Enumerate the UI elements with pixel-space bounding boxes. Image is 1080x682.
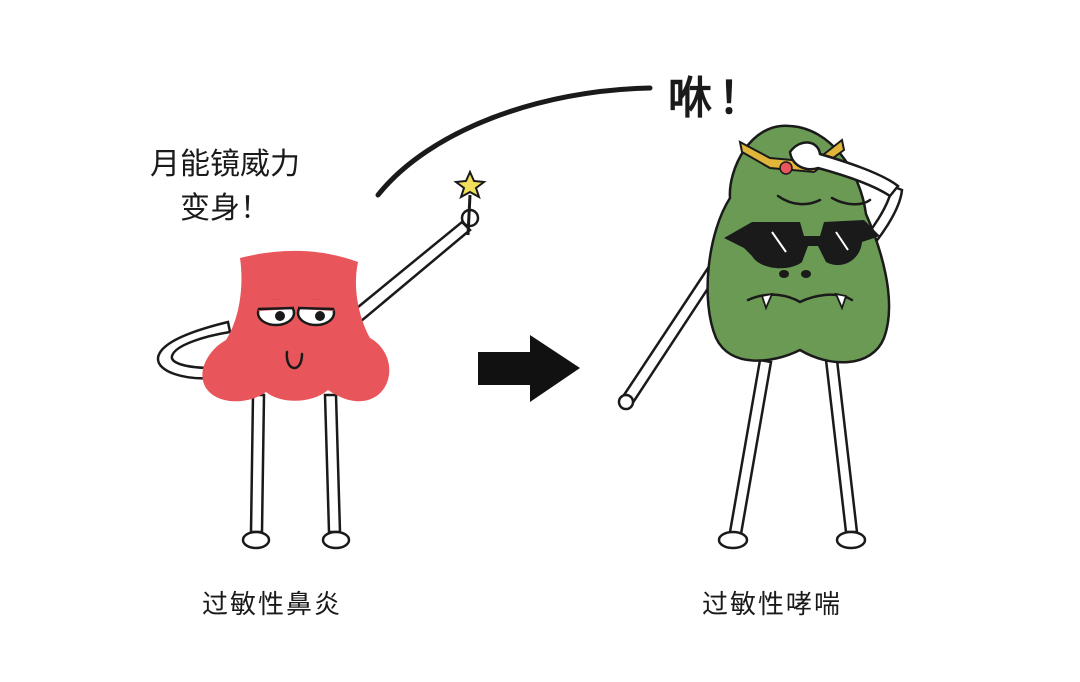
label-allergic-rhinitis: 过敏性鼻炎 — [202, 590, 343, 620]
nose-right-arm — [350, 220, 472, 324]
nose-body — [202, 250, 390, 402]
lung-legs — [717, 358, 867, 550]
motion-swoosh — [375, 85, 653, 198]
lung-brows — [776, 194, 872, 206]
label-allergic-asthma: 过敏性哮喘 — [702, 590, 843, 620]
star-wand-icon — [453, 169, 487, 236]
nose-legs — [241, 393, 351, 550]
speech-left: 月能镜威力 变身！ — [150, 143, 300, 231]
lung-hand-forehead — [788, 141, 900, 198]
nose-eyes — [256, 299, 336, 327]
nose-mouth — [285, 350, 304, 370]
speech-left-line1: 月能镜威力 — [150, 147, 300, 182]
lung-fangs — [760, 292, 848, 311]
lung-character — [617, 124, 904, 550]
speech-right: 咻！ — [668, 73, 768, 124]
lung-left-arm — [620, 260, 722, 406]
nose-character — [156, 169, 487, 550]
sunglasses-icon — [724, 220, 880, 269]
lung-nose — [779, 270, 811, 278]
right-arrow-icon — [478, 335, 580, 402]
speech-left-line2: 变身！ — [180, 191, 270, 226]
